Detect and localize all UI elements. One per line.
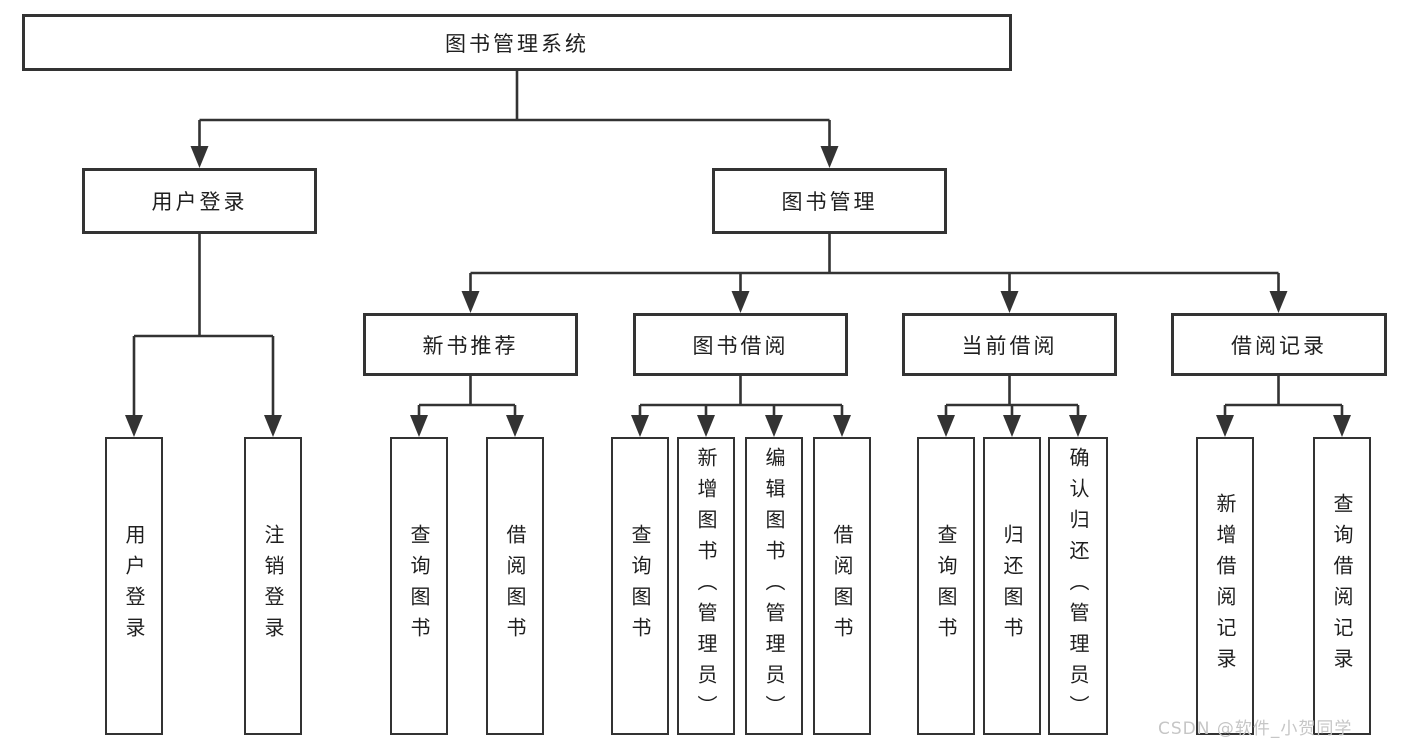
connector-borrow-to-children xyxy=(638,376,844,419)
node-borrow-books-leaf: 借阅图书 xyxy=(813,437,871,735)
node-edit-books-admin-leaf: 编辑图书（管理员） xyxy=(745,437,803,735)
arrowhead-icon xyxy=(264,415,282,437)
arrowhead-icon xyxy=(506,415,524,437)
connector-current-to-children xyxy=(944,376,1080,419)
arrowhead-icon xyxy=(190,146,209,168)
node-query-books-leaf: 查询图书 xyxy=(390,437,448,735)
arrowhead-icon xyxy=(1003,415,1021,437)
node-confirm-return-admin-leaf: 确认归还（管理员） xyxy=(1048,437,1108,735)
arrowhead-icon xyxy=(697,415,715,437)
arrowhead-icon xyxy=(1000,291,1019,313)
arrowhead-icon xyxy=(1069,415,1087,437)
node-current-borrow: 当前借阅 xyxy=(902,313,1117,376)
csdn-watermark: CSDN @软件_小贺同学 xyxy=(1158,719,1353,739)
arrowhead-icon xyxy=(937,415,955,437)
node-query-borrow-record-leaf: 查询借阅记录 xyxy=(1313,437,1371,735)
node-borrow-books-leaf: 借阅图书 xyxy=(486,437,544,735)
node-user-login: 用户登录 xyxy=(82,168,317,234)
arrowhead-icon xyxy=(631,415,649,437)
node-add-books-admin-leaf: 新增图书（管理员） xyxy=(677,437,735,735)
connector-root-to-level2 xyxy=(198,71,831,150)
node-query-books-leaf: 查询图书 xyxy=(917,437,975,735)
node-logout-leaf: 注销登录 xyxy=(244,437,302,735)
node-add-borrow-record-leaf: 新增借阅记录 xyxy=(1196,437,1254,735)
arrowhead-icon xyxy=(1333,415,1351,437)
node-book-borrow: 图书借阅 xyxy=(633,313,848,376)
arrowhead-icon xyxy=(1216,415,1234,437)
connector-newbook-to-children xyxy=(417,376,517,419)
arrowhead-icon xyxy=(410,415,428,437)
arrowhead-icon xyxy=(833,415,851,437)
arrowhead-icon xyxy=(1269,291,1288,313)
node-borrow-records: 借阅记录 xyxy=(1171,313,1387,376)
node-user-login-leaf: 用户登录 xyxy=(105,437,163,735)
connector-login-to-children xyxy=(132,234,275,419)
arrowhead-icon xyxy=(731,291,750,313)
arrowhead-icon xyxy=(820,146,839,168)
node-new-book-recommend: 新书推荐 xyxy=(363,313,578,376)
arrowhead-icon xyxy=(125,415,143,437)
node-return-books-leaf: 归还图书 xyxy=(983,437,1041,735)
node-book-management: 图书管理 xyxy=(712,168,947,234)
arrowhead-icon xyxy=(765,415,783,437)
connector-mgmt-to-level3 xyxy=(469,234,1280,296)
connector-records-to-children xyxy=(1223,376,1344,419)
node-query-books-leaf: 查询图书 xyxy=(611,437,669,735)
node-library-management-system: 图书管理系统 xyxy=(22,14,1012,71)
arrowhead-icon xyxy=(461,291,480,313)
